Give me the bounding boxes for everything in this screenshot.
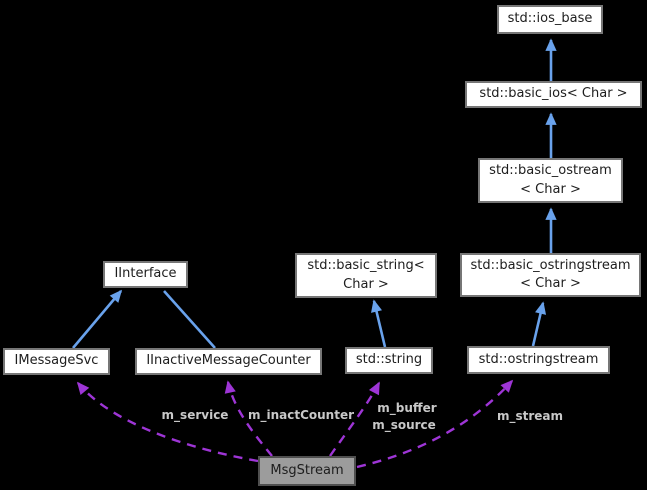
usage-arrow-msgstream-to-imessagesvc (76, 381, 259, 463)
node-std-string[interactable]: std::string (345, 347, 433, 374)
node-iinactivemessagecounter[interactable]: IInactiveMessageCounter (135, 348, 322, 375)
node-label: std::string (355, 352, 423, 368)
node-label: std::basic_ios< Char > (479, 86, 628, 102)
node-std-ios-base[interactable]: std::ios_base (497, 5, 603, 34)
node-std-ostringstream[interactable]: std::ostringstream (467, 346, 610, 374)
node-label: Char > (343, 276, 389, 292)
inheritance-arrow-ostringstream-to-basic-ostringstream (531, 301, 547, 347)
edge-label-m-stream: m_stream (496, 409, 564, 423)
edge-label-m-buffer: m_buffer (377, 401, 437, 415)
edge-label-m-source: m_source (372, 418, 436, 432)
node-msgstream[interactable]: MsgStream (258, 456, 356, 486)
node-imessagesvc[interactable]: IMessageSvc (3, 348, 110, 375)
node-label: MsgStream (270, 462, 344, 478)
node-label: IMessageSvc (14, 353, 99, 369)
usage-arrow-msgstream-to-ostringstream (356, 379, 514, 469)
node-label: std::ios_base (507, 11, 593, 27)
node-std-basic-ostream[interactable]: std::basic_ostream < Char > (478, 158, 623, 203)
inheritance-arrow-iinactivemessagecounter-to-iinterface (163, 290, 216, 349)
node-label: < Char > (520, 276, 581, 291)
node-label: < Char > (520, 181, 581, 197)
node-iinterface[interactable]: IInterface (103, 261, 188, 288)
node-label: std::basic_ostringstream (470, 257, 631, 273)
node-label: std::basic_ostream (489, 163, 612, 179)
node-std-basic-ios[interactable]: std::basic_ios< Char > (465, 81, 642, 108)
inheritance-arrow-imessagesvc-to-iinterface (72, 289, 123, 349)
usage-arrow-msgstream-to-iinactivemessagecounter (224, 380, 273, 457)
node-label: std::ostringstream (478, 351, 599, 367)
edge-label-m-inactcounter: m_inactCounter (247, 408, 355, 422)
usage-arrow-msgstream-to-string (329, 381, 381, 457)
node-label: IInterface (114, 266, 177, 282)
node-label: std::basic_string< (307, 258, 425, 274)
node-std-basic-ostringstream[interactable]: std::basic_ostringstream < Char > (460, 253, 641, 297)
inheritance-arrow-string-to-basic-string (371, 299, 387, 348)
edge-label-m-service: m_service (161, 408, 229, 422)
node-std-basic-string[interactable]: std::basic_string< Char > (295, 253, 437, 298)
node-label: IInactiveMessageCounter (146, 353, 311, 369)
